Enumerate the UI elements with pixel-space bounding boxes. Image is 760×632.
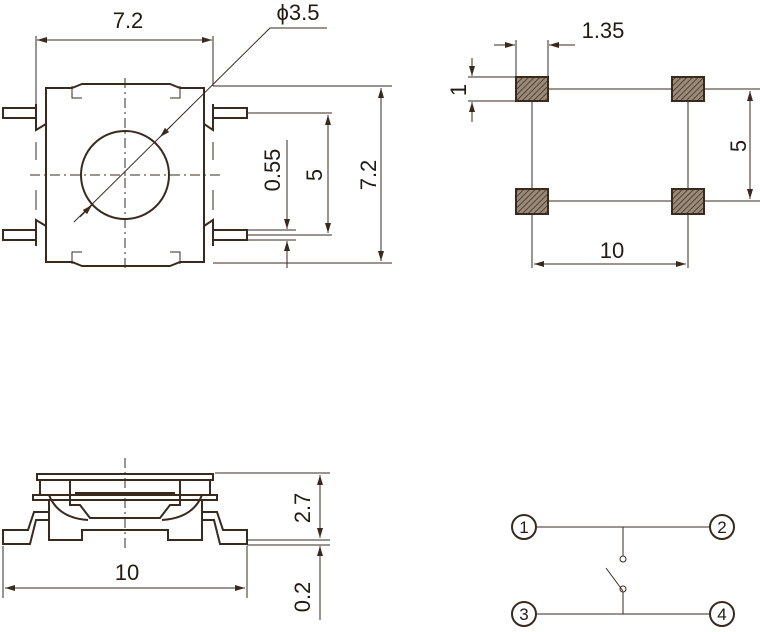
pad [515, 76, 549, 102]
side-length-label: 10 [115, 560, 139, 585]
pin-1-label: 1 [519, 518, 528, 537]
pin-4 [709, 601, 735, 627]
top-view: 7.2 ϕ3.5 7.2 5 0.55 [2, 0, 392, 272]
top-height-label: 7.2 [356, 160, 381, 191]
pin-2 [709, 514, 735, 540]
pad [671, 188, 705, 215]
pin-3 [511, 601, 537, 627]
side-height-label: 2.7 [290, 493, 315, 524]
pad [671, 76, 705, 102]
pin-2-label: 2 [717, 518, 726, 537]
diameter-label: ϕ3.5 [277, 0, 320, 25]
pad-height-label: 1 [446, 84, 471, 96]
side-view: 10 2.7 0.2 [2, 458, 330, 620]
pin-pitch-label: 5 [302, 169, 327, 181]
pin-1 [511, 514, 537, 540]
top-width-label: 7.2 [113, 8, 144, 33]
pitch-v-label: 5 [726, 140, 751, 152]
footprint-view: 1.35 1 5 10 [446, 18, 760, 268]
pin-4-label: 4 [717, 605, 726, 624]
pad [515, 188, 549, 215]
pin-width-label: 0.55 [260, 149, 285, 192]
pad-width-label: 1.35 [582, 18, 625, 43]
standoff-label: 0.2 [290, 582, 315, 613]
pitch-h-label: 10 [600, 238, 624, 263]
schematic: 1 2 3 4 [511, 514, 735, 627]
pin-3-label: 3 [519, 605, 528, 624]
